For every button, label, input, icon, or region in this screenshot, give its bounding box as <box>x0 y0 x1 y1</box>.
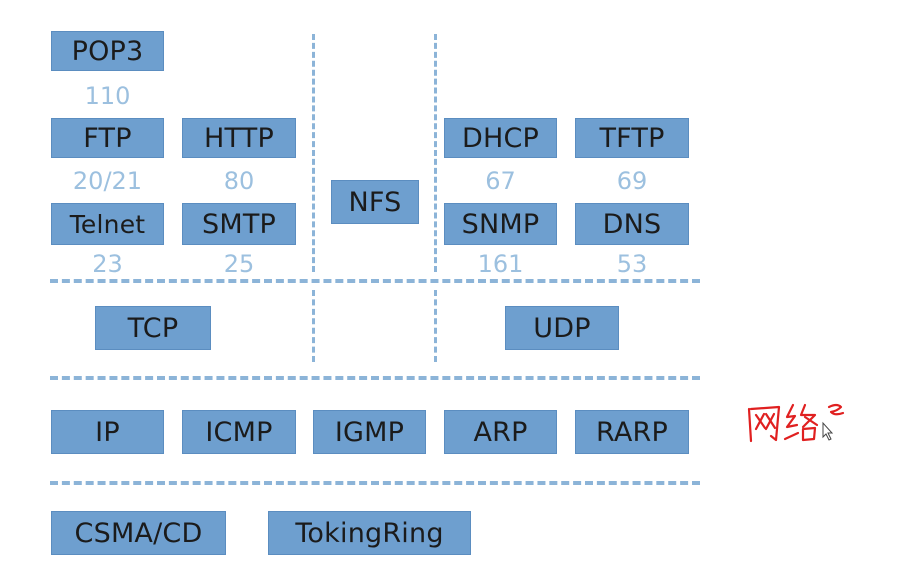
tcp-box: TCP <box>95 306 211 350</box>
igmp-box: IGMP <box>313 410 426 454</box>
divider-vertical-right-top <box>434 34 437 272</box>
snmp-box: SNMP <box>444 203 557 245</box>
ftp-port: 20/21 <box>72 167 143 195</box>
ftp-box: FTP <box>51 118 164 158</box>
pop3-box: POP3 <box>51 31 164 71</box>
tftp-port: 69 <box>616 167 648 195</box>
icmp-box: ICMP <box>182 410 296 454</box>
divider-app-transport <box>50 279 700 283</box>
ip-box: IP <box>51 410 164 454</box>
dhcp-port: 67 <box>485 167 516 195</box>
divider-transport-network <box>50 376 700 380</box>
http-port: 80 <box>223 167 255 195</box>
divider-network-link <box>50 481 700 485</box>
csma-cd-box: CSMA/CD <box>51 511 226 555</box>
telnet-box: Telnet <box>51 203 164 245</box>
dns-port: 53 <box>616 250 648 278</box>
mouse-cursor-icon <box>822 421 834 441</box>
http-box: HTTP <box>182 118 296 158</box>
pop3-port: 110 <box>84 82 131 110</box>
divider-vertical-left-top <box>312 34 315 272</box>
rarp-box: RARP <box>575 410 689 454</box>
dhcp-box: DHCP <box>444 118 557 158</box>
snmp-port: 161 <box>477 250 524 278</box>
telnet-port: 23 <box>92 250 123 278</box>
handwritten-annotation <box>747 403 845 443</box>
divider-vertical-left-mid <box>312 290 315 362</box>
token-ring-box: TokingRing <box>268 511 471 555</box>
nfs-box: NFS <box>331 180 419 224</box>
tftp-box: TFTP <box>575 118 689 158</box>
udp-box: UDP <box>505 306 619 350</box>
smtp-box: SMTP <box>182 203 296 245</box>
dns-box: DNS <box>575 203 689 245</box>
arp-box: ARP <box>444 410 557 454</box>
divider-vertical-right-mid <box>434 290 437 362</box>
smtp-port: 25 <box>223 250 255 278</box>
